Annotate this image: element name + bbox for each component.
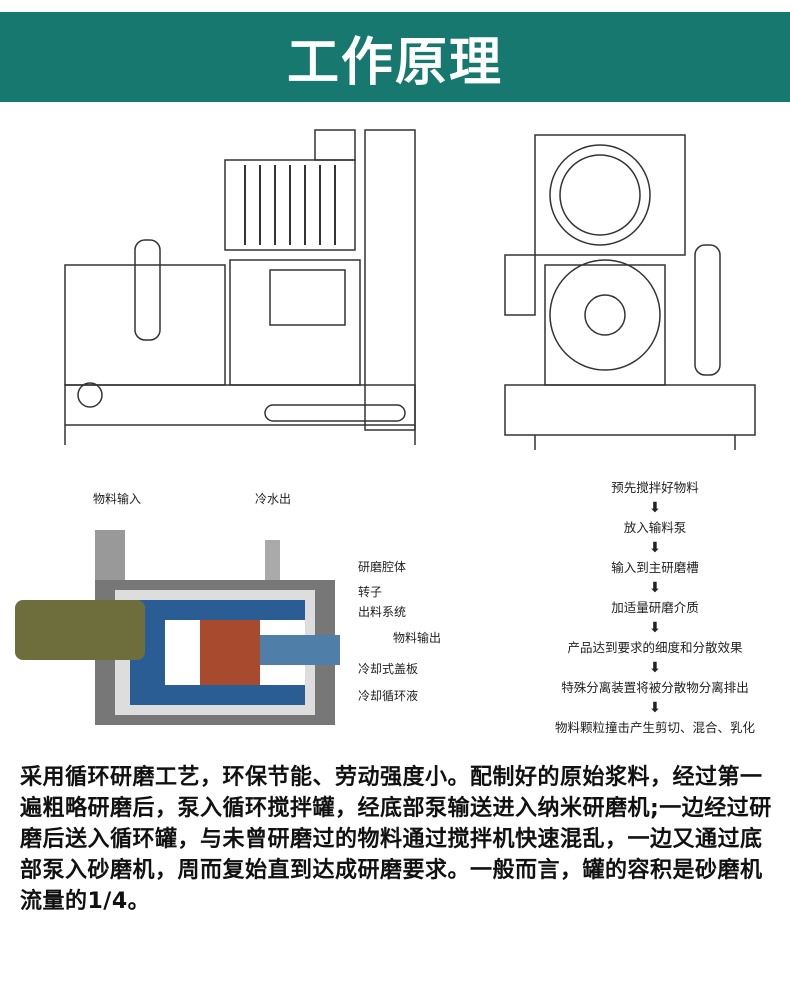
flow-step: 物料颗粒撞击产生剪切、混合、乳化: [554, 720, 755, 735]
flow-step: 放入输料泵: [623, 520, 687, 535]
label-cool-out: 冷水出: [255, 492, 292, 506]
label-output: 物料输出: [393, 631, 442, 645]
process-flow: 预先搅拌好物料 ⬇ 放入输料泵 ⬇ 输入到主研磨槽 ⬇ 加适量研磨介质 ⬇ 产品…: [520, 478, 790, 738]
down-arrow-icon: ⬇: [649, 500, 661, 516]
down-arrow-icon: ⬇: [649, 660, 661, 676]
flow-step: 加适量研磨介质: [611, 600, 699, 615]
down-arrow-icon: ⬇: [649, 620, 661, 636]
label-coolant: 冷却循环液: [358, 689, 419, 703]
label-discharge: 出料系统: [358, 605, 407, 619]
label-chamber: 研磨腔体: [358, 560, 407, 574]
down-arrow-icon: ⬇: [649, 700, 661, 716]
label-rotor: 转子: [358, 585, 383, 599]
machine-side-view: [64, 129, 416, 445]
label-cover: 冷却式盖板: [358, 662, 419, 676]
flow-step: 预先搅拌好物料: [611, 480, 699, 495]
grinding-chamber-diagram: [15, 530, 340, 725]
page-title: 工作原理: [286, 32, 503, 93]
flow-step: 特殊分离装置将被分散物分离排出: [561, 680, 749, 695]
label-input: 物料输入: [93, 492, 142, 506]
description-text: 采用循环研磨工艺，环保节能、劳动强度小。配制好的原始浆料，经过第一遍粗略研磨后，…: [20, 765, 772, 914]
flow-step: 输入到主研磨槽: [611, 560, 699, 575]
header-banner: 工作原理: [0, 12, 790, 102]
down-arrow-icon: ⬇: [649, 540, 661, 556]
machine-front-view: [504, 134, 756, 450]
flow-step: 产品达到要求的细度和分散效果: [567, 640, 743, 655]
down-arrow-icon: ⬇: [649, 580, 661, 596]
